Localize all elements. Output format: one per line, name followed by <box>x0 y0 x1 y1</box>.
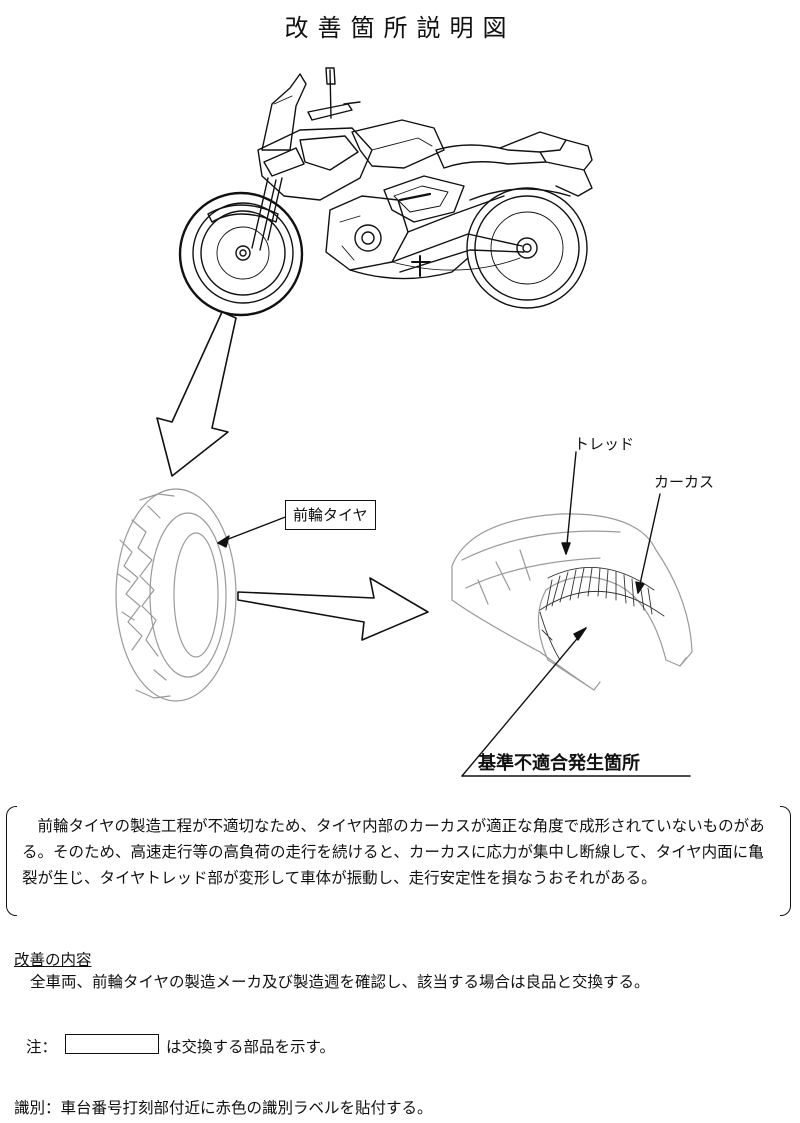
front-wheel-highlight <box>178 191 304 317</box>
right-arrow <box>237 577 429 641</box>
identification-text: 識別：車台番号打刻部付近に赤色の識別ラベルを貼付する。 <box>14 1099 433 1117</box>
carcass-layer <box>539 567 665 661</box>
tread-label: トレッド <box>574 435 635 453</box>
recall-illustration <box>115 67 693 777</box>
note-text: は交換する部品を示す。 <box>166 1038 335 1056</box>
improvement-heading: 改善の内容 <box>14 951 92 969</box>
carcass-label: カーカス <box>654 473 715 491</box>
defect-description: 前輪タイヤの製造工程が不適切なため、タイヤ内部のカーカスが適正な角度で成形されて… <box>22 817 765 887</box>
note-legend-box <box>65 1034 159 1054</box>
page-title: 改善箇所説明図 <box>284 14 516 42</box>
note-label: 注： <box>26 1038 58 1056</box>
tire-cutaway-drawing <box>451 513 693 691</box>
improvement-body: 全車両、前輪タイヤの製造メーカ及び製造週を確認し、該当する場合は良品と交換する。 <box>30 973 650 991</box>
defect-location-label: 基準不適合発生箇所 <box>478 753 640 774</box>
front-tire-drawing <box>115 488 237 702</box>
motorcycle-drawing <box>192 67 593 309</box>
description-bracket-left <box>6 806 17 916</box>
down-arrow <box>156 311 237 477</box>
front-tire-label: 前輪タイヤ <box>285 500 376 530</box>
